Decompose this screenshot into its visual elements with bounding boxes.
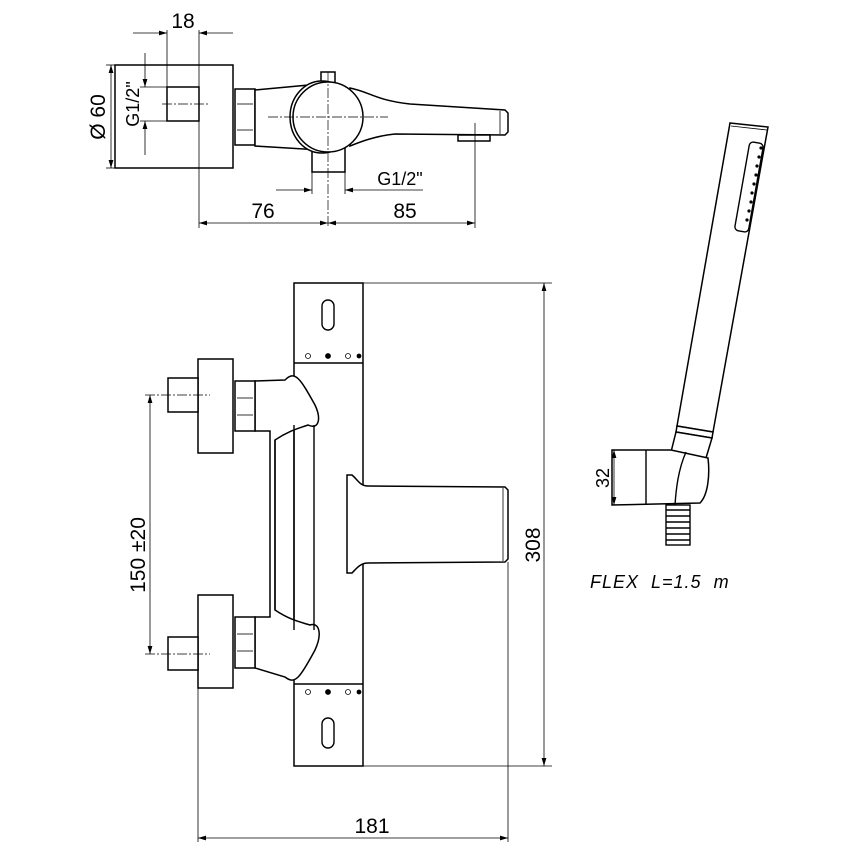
spray-face xyxy=(734,141,764,233)
spout-front xyxy=(346,474,509,574)
shower-holder xyxy=(611,449,710,506)
hose xyxy=(665,504,691,546)
dim-holder-height: 32 xyxy=(593,468,613,488)
spout xyxy=(349,87,509,148)
shower-handle xyxy=(676,122,769,433)
dim-inlet-spacing: 150 ±20 xyxy=(127,517,150,593)
dim-inlet-thread: G1/2" xyxy=(123,81,143,126)
lower-wall-flange xyxy=(197,594,234,689)
hand-shower: 32 FLEX L=1.5 m xyxy=(590,122,769,592)
mounting-slot xyxy=(321,717,335,749)
temperature-marks xyxy=(305,353,362,695)
hose-length-note: FLEX L=1.5 m xyxy=(590,572,730,592)
dim-flange-depth: 18 xyxy=(171,10,194,33)
lower-inlet-nipple xyxy=(167,636,199,671)
dim-height: 308 xyxy=(522,527,545,562)
aerator xyxy=(457,134,491,142)
upper-nut xyxy=(234,380,256,432)
inlet-arm xyxy=(254,375,320,681)
dim-outlet-to-spout: 85 xyxy=(393,200,416,223)
spray-nozzles xyxy=(745,146,763,222)
dim-outlet-thread: G1/2" xyxy=(377,169,422,189)
upper-wall-flange xyxy=(197,358,234,454)
nut xyxy=(234,88,256,146)
dim-wall-to-outlet: 76 xyxy=(251,200,274,223)
lower-nut xyxy=(234,616,256,669)
dim-width: 181 xyxy=(354,815,389,838)
top-view: 18 Ø 60 G1/2" G1/2" 76 85 xyxy=(87,10,509,228)
front-view: 308 181 150 ±20 xyxy=(127,282,552,842)
mounting-slot xyxy=(321,299,335,331)
dim-flange-diameter: Ø 60 xyxy=(87,94,110,140)
